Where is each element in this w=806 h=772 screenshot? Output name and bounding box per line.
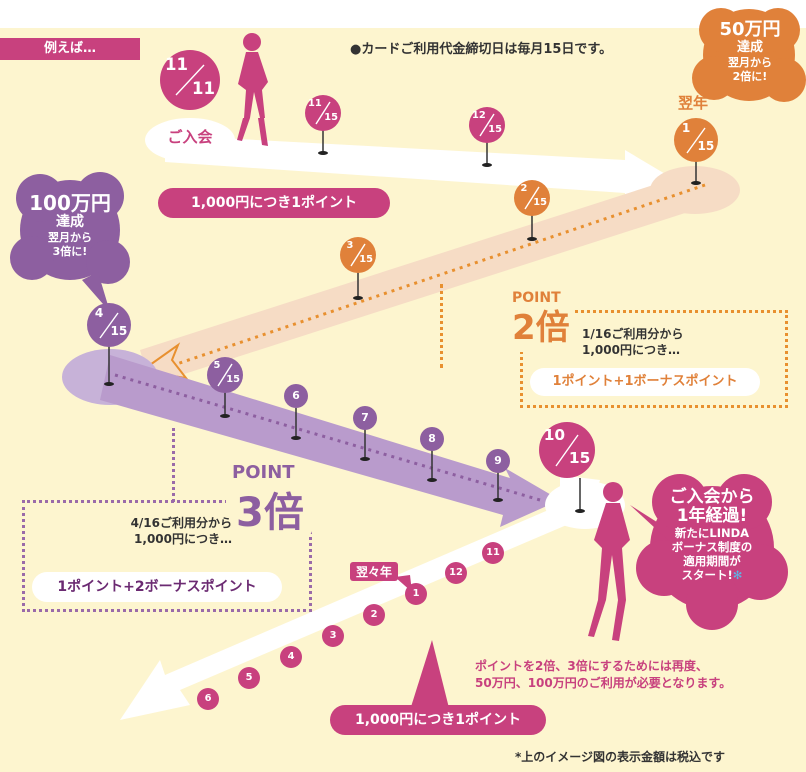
join-oval (145, 118, 235, 162)
milestone-100-note1: 翌月から (48, 231, 92, 244)
month-label-1-2: 1 (412, 588, 420, 599)
milestone-50-achieved: 達成 (736, 40, 763, 55)
point3-desc-line1: 4/16ご利用分から (130, 516, 232, 530)
reset-note-line2: 50万円、100万円のご利用が必要となります。 (475, 676, 732, 690)
month-label-6-7: 6 (204, 693, 212, 704)
month-circle-3 (322, 625, 344, 647)
anniversary-line1: ご入会から (669, 487, 755, 507)
month-label-2-3: 2 (370, 609, 378, 620)
path-segment-5 (120, 475, 600, 720)
milestone-50-note1: 翌月から (728, 56, 772, 69)
milestone-100-text: 100万円 達成 翌月から 3倍に! (22, 192, 118, 259)
month-label-12-1: 12 (449, 567, 463, 578)
base-rate-pill: 1,000円につき1ポイント (158, 188, 390, 218)
month-label-3-4: 3 (329, 630, 337, 641)
pins (108, 128, 697, 510)
join-label: ご入会 (167, 128, 213, 146)
year-label-pointer (395, 575, 412, 592)
final-rate-pointer (410, 640, 450, 712)
point2-multiplier: 2倍 (512, 308, 570, 348)
point3-badge-bg (226, 460, 316, 554)
pin-dots (104, 151, 701, 513)
bubble-anniversary-shape (630, 474, 788, 630)
month-circle-4 (280, 646, 302, 668)
point3-connector (168, 428, 175, 502)
milestone-50-amount: 50万円 (719, 19, 781, 40)
milestone-50-text: 50万円 達成 翌月から 2倍に! (708, 20, 792, 84)
date-circle-8 (420, 427, 444, 451)
date-label-7: 7 (361, 411, 369, 424)
path-segment-3-line (114, 373, 541, 502)
point2-label: POINT (512, 290, 561, 306)
date-label-6: 6 (292, 389, 300, 402)
example-label: 例えば… (0, 38, 140, 60)
anniversary-line4: ボーナス制度の (671, 540, 753, 554)
year-after-next-label: 翌々年 (350, 562, 399, 581)
final-rate-pill: 1,000円につき1ポイント (330, 705, 546, 735)
fraction-slashes (99, 64, 706, 467)
anniversary-line6: スタート!✻ (650, 568, 774, 582)
date-circle-9 (486, 449, 510, 473)
month-label-4-5: 4 (287, 651, 295, 662)
bubble-100man-shape (10, 172, 130, 312)
month-circle-11 (482, 542, 504, 564)
month-circle-2 (363, 604, 385, 626)
bubble-50man-shape (692, 8, 806, 102)
month-label-5-6: 5 (245, 672, 253, 683)
date-circle-7 (353, 406, 377, 430)
point2-desc-line2: 1,000円につき… (582, 343, 680, 357)
month-circle-5 (238, 667, 260, 689)
woman-figure-top (237, 33, 268, 146)
next-year-label: 翌年 (678, 94, 709, 112)
point2-reward: 1ポイント+1ボーナスポイント (530, 368, 760, 396)
path-segment-3 (100, 355, 560, 527)
date-label-9: 9 (494, 454, 502, 467)
month-label-11-0: 11 (486, 547, 500, 558)
point2-connector (440, 284, 527, 368)
anniversary-line6-text: スタート! (681, 568, 733, 582)
anniversary-line3: 新たにLINDA (674, 526, 750, 540)
anniversary-line5: 適用期間が (683, 554, 741, 568)
anniversary-text: ご入会から 1年経過! 新たにLINDA ボーナス制度の 適用期間が スタート!… (650, 487, 774, 583)
point2-badge-bg (512, 306, 572, 352)
point3-label: POINT (232, 462, 295, 483)
woman-figure-bottom (588, 482, 630, 641)
point2-desc-line1: 1/16ご利用分から (582, 327, 684, 341)
month-circle-12 (445, 562, 467, 584)
snowflake-icon: ✻ (732, 568, 743, 582)
point3-box (22, 500, 312, 612)
date-label-8: 8 (428, 432, 436, 445)
milestone-100-achieved: 達成 (56, 214, 84, 230)
point3-desc-line2: 1,000円につき… (134, 532, 232, 546)
milestone-50-note2: 2倍に! (732, 70, 768, 83)
point3-desc: 4/16ご利用分から 1,000円につき… (82, 515, 232, 547)
path-segment-2 (140, 170, 710, 385)
footnote: *上のイメージ図の表示金額は税込です (515, 750, 726, 764)
cutoff-note: ●カードご利用代金締切日は毎月15日です。 (350, 42, 613, 57)
reset-note-line1: ポイントを2倍、3倍にするためには再度、 (475, 659, 708, 673)
point3-reward: 1ポイント+2ボーナスポイント (32, 572, 282, 602)
point2-box (520, 310, 788, 408)
milestone-100-note2: 3倍に! (52, 245, 88, 258)
point3-multiplier: 3倍 (236, 490, 304, 536)
date-circle-6 (284, 384, 308, 408)
reset-note: ポイントを2倍、3倍にするためには再度、 50万円、100万円のご利用が必要とな… (475, 658, 731, 692)
milestone-100-amount: 100万円 (29, 191, 111, 215)
anniversary-line2: 1年経過! (676, 506, 748, 526)
point2-desc: 1/16ご利用分から 1,000円につき… (582, 326, 683, 358)
month-circle-6 (197, 688, 219, 710)
